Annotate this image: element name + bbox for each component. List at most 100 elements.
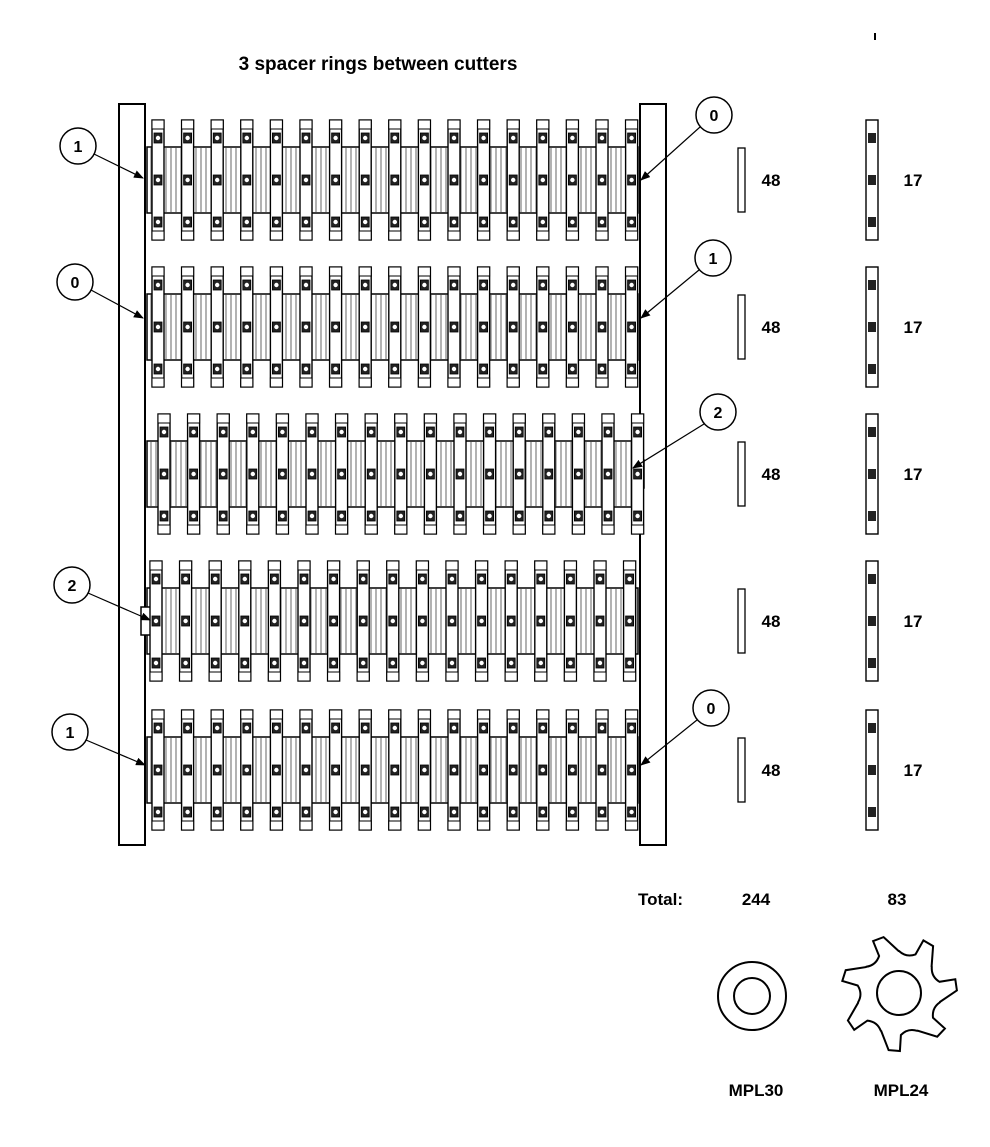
callout-right-3: 2 (632, 393, 737, 469)
cutter-symbol (865, 266, 879, 388)
cutter-disc (267, 560, 282, 682)
cutter-disc (240, 266, 254, 388)
spacer-ring-icon (717, 961, 787, 1031)
callout-left-1: 1 (59, 127, 144, 179)
cutter-count: 17 (904, 171, 923, 190)
cutter-disc (157, 413, 171, 535)
cutter-disc (356, 560, 370, 682)
spacer-symbol (737, 588, 746, 654)
shaft-row-5 (146, 709, 639, 831)
cutter-disc (269, 119, 284, 241)
cutter-disc (542, 413, 556, 535)
callout-right-1: 0 (640, 96, 733, 181)
cutter-disc (476, 266, 491, 388)
cutter-disc (595, 119, 609, 241)
cutter-disc (305, 413, 319, 535)
callout-number: 2 (68, 578, 77, 595)
shaft-row-2 (146, 266, 639, 388)
cutter-disc (178, 560, 193, 682)
cutter-disc (536, 709, 550, 831)
cutter-disc (565, 266, 580, 388)
cutter-disc (476, 709, 491, 831)
cutter-disc (210, 709, 224, 831)
cutter-disc (534, 560, 548, 682)
cutter-disc (506, 119, 520, 241)
callout-number: 0 (71, 275, 80, 292)
cutter-disc (504, 560, 518, 682)
cutter-count: 17 (904, 761, 923, 780)
cutter-disc (269, 709, 284, 831)
cutter-disc (565, 709, 580, 831)
cutter-disc (512, 413, 526, 535)
cutter-disc (216, 413, 230, 535)
cutter-total: 83 (888, 890, 907, 909)
callout-number: 0 (710, 108, 719, 125)
cutter-disc (358, 266, 372, 388)
cutter-disc (482, 413, 497, 535)
callout-left-5: 1 (51, 713, 146, 766)
cutter-disc (240, 709, 254, 831)
cutter-disc (624, 119, 639, 241)
callout-left-4: 2 (53, 566, 151, 621)
cutter-disc (328, 266, 343, 388)
cutter-disc-icon (841, 935, 958, 1053)
shaft-row-1 (146, 119, 639, 241)
cutter-disc (476, 119, 491, 241)
cutter-disc (210, 266, 224, 388)
cutter-disc (275, 413, 290, 535)
cutter-disc (447, 266, 461, 388)
cutter-count: 17 (904, 612, 923, 631)
cutter-disc (506, 266, 520, 388)
cutter-disc (297, 560, 311, 682)
cutter-disc (388, 266, 402, 388)
cutter-disc (423, 413, 438, 535)
cutter-disc (299, 119, 313, 241)
callout-left-2: 0 (56, 263, 144, 319)
cutter-disc (269, 266, 284, 388)
cutter-disc (358, 709, 372, 831)
cutter-disc (563, 560, 578, 682)
cutter-disc (447, 119, 461, 241)
callout-number: 0 (707, 701, 716, 718)
cutter-part-name: MPL24 (874, 1081, 929, 1100)
cutter-disc (417, 119, 432, 241)
callout-number: 1 (66, 725, 75, 742)
cutter-disc (210, 119, 224, 241)
cutter-disc (536, 266, 550, 388)
shaft-row-4 (140, 560, 639, 682)
spacer-symbol (737, 147, 746, 213)
cutter-disc (630, 413, 645, 535)
spacer-count: 48 (762, 465, 781, 484)
callout-number: 1 (709, 251, 718, 268)
cutter-disc (180, 119, 195, 241)
cutter-disc (180, 709, 195, 831)
spacer-count: 48 (762, 612, 781, 631)
cutter-disc (240, 119, 254, 241)
right-side-plate (639, 103, 667, 846)
cutter-disc (445, 560, 459, 682)
cutter-count: 17 (904, 465, 923, 484)
cutter-disc (417, 709, 432, 831)
cutter-symbol (865, 709, 879, 831)
spacer-symbol (737, 737, 746, 803)
cutter-disc (151, 119, 165, 241)
shaft-group (140, 119, 645, 831)
cutter-disc (624, 709, 639, 831)
cutter-disc (386, 560, 400, 682)
spacer-symbol (737, 294, 746, 360)
cutter-disc (536, 119, 550, 241)
spacer-count: 48 (762, 761, 781, 780)
total-label: Total: (638, 890, 683, 909)
cutter-disc (328, 709, 343, 831)
cutter-symbol (865, 560, 879, 682)
left-side-plate (118, 103, 146, 846)
spacer-symbol (737, 441, 746, 507)
cutter-disc (595, 266, 609, 388)
cutter-disc (565, 119, 580, 241)
cutter-count: 17 (904, 318, 923, 337)
cutter-disc (601, 413, 615, 535)
cutter-disc (149, 560, 163, 682)
cutter-disc (453, 413, 467, 535)
